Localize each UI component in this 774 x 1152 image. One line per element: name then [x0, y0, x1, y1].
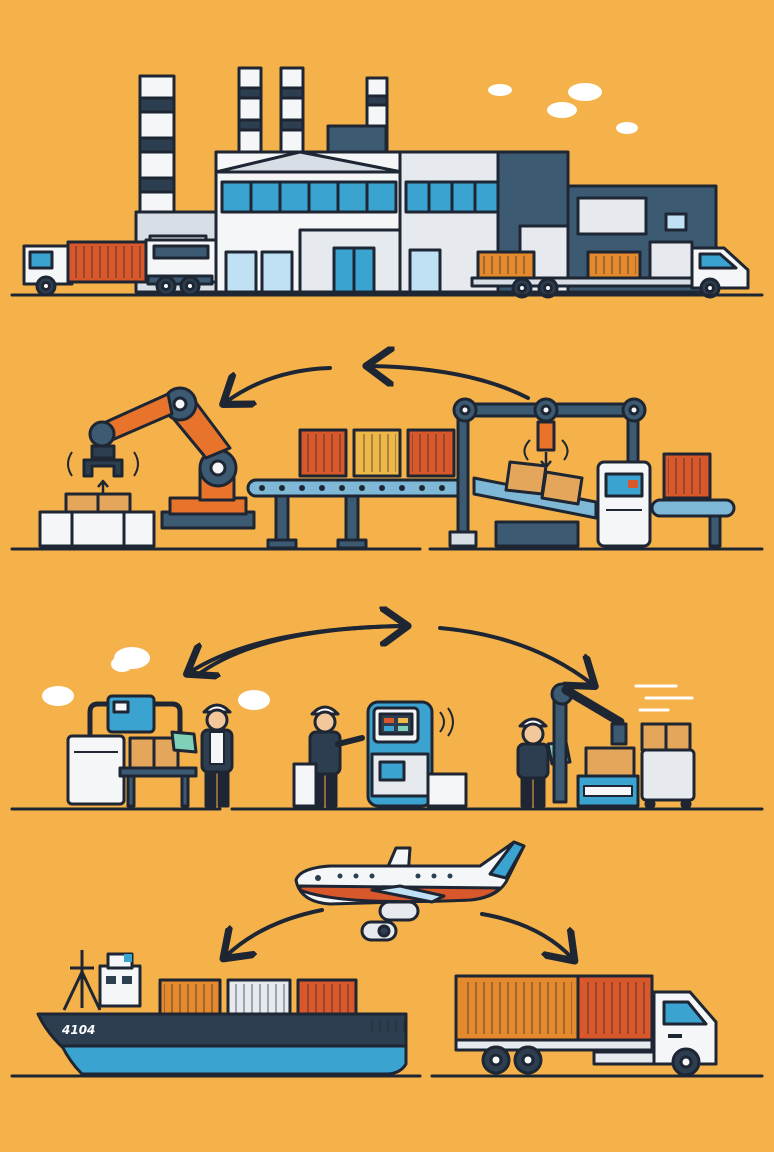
flow-arrow-icon: [190, 624, 406, 672]
airplane-icon: [294, 840, 526, 942]
flow-arrow-icon: [370, 366, 530, 400]
cart-icon: [634, 684, 696, 810]
delivery-truck-icon: [22, 238, 218, 297]
conveyor-belt-icon: [246, 476, 736, 550]
robotic-arm-icon: [38, 386, 256, 548]
delivery-truck-icon: [454, 974, 718, 1077]
robotic-arm-icon: [550, 682, 640, 808]
smokestack-icon: [138, 66, 389, 228]
control-terminal-icon: [596, 460, 652, 548]
worker-icon: [308, 705, 365, 808]
gantry-crane-icon: [448, 397, 647, 548]
flow-arrow-icon: [226, 908, 324, 956]
cargo-ship-icon: 4104: [36, 950, 408, 1076]
transport-row: 4104: [10, 840, 764, 1078]
packing-machine-icon: [66, 694, 198, 808]
cargo-container-icon: [298, 428, 712, 500]
ship-hull-number: 4104: [61, 1023, 95, 1037]
cloud-icon: [42, 647, 270, 710]
worker-icon: [170, 703, 234, 808]
assembly-row: [10, 366, 764, 551]
delivery-truck-icon: [470, 240, 750, 299]
tablet-icon: [170, 730, 198, 754]
box-icon: [504, 460, 584, 506]
control-terminal-icon: [366, 700, 468, 808]
factory-row: [10, 66, 764, 299]
bin-icon: [292, 762, 318, 808]
flow-arrow-icon: [226, 366, 332, 402]
flow-arrow-icon: [480, 912, 572, 958]
cloud-icon: [488, 83, 638, 134]
flow-arrow-icon: [438, 626, 592, 684]
workstation-row: [10, 624, 764, 811]
